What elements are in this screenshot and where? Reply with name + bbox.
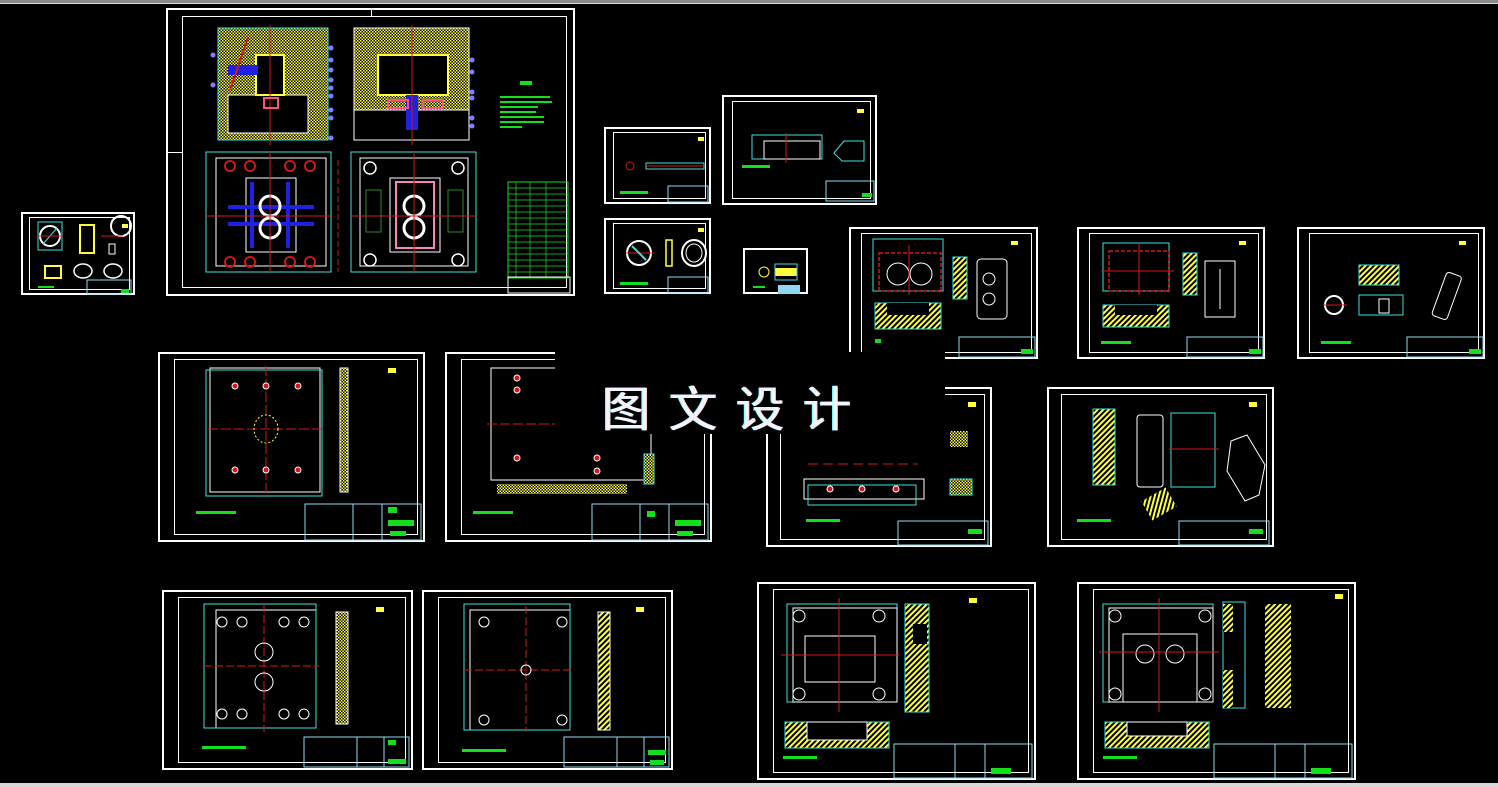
pin-drawing-graphics [620, 137, 709, 203]
drawing-sheet-part-cavity-insert[interactable] [849, 227, 1038, 359]
support-plate-drawing-graphics [803, 402, 989, 546]
sheet-inner-border [773, 589, 1029, 773]
sheet-inner-border [438, 597, 666, 763]
sheet-inner-border [178, 597, 406, 763]
core-plate-drawing-graphics [1099, 594, 1353, 779]
sheet-inner-border [29, 217, 130, 290]
drawing-sheet-plate-core[interactable] [1077, 582, 1356, 780]
drawing-sheet-plate-top[interactable] [158, 352, 425, 542]
window-top-highlight [0, 3, 1498, 4]
sheet-inner-border [613, 132, 706, 199]
watermark-text: 图文设计 [602, 382, 871, 438]
sheet-inner-border [1309, 233, 1479, 353]
sheet-inner-border [1089, 233, 1259, 353]
drawing-sheet-part-pin[interactable] [604, 127, 711, 204]
window-top-edge [0, 0, 1498, 3]
top-plate-drawing-graphics [196, 366, 422, 541]
cavity-insert-drawing-graphics [872, 238, 1036, 358]
sprue-drawing-graphics [1321, 241, 1484, 358]
sheet-inner-border [174, 359, 418, 535]
drawing-sheet-part-sprue[interactable] [1297, 227, 1485, 359]
sheet-inner-border [732, 101, 871, 199]
window-bottom-edge [0, 783, 1498, 787]
sheet-inner-border [182, 16, 567, 288]
drawing-sheet-plate-cavity[interactable] [757, 582, 1036, 780]
b-plate-drawing-graphics [462, 603, 670, 768]
slider-small-drawing-graphics [742, 109, 875, 202]
drawing-sheet-plate-b[interactable] [422, 590, 673, 770]
sheet-inner-border [1093, 589, 1349, 773]
watermark-background [555, 352, 945, 434]
ring-drawing-graphics [620, 228, 709, 294]
cad-model-space-canvas[interactable]: 图文设计 [0, 4, 1498, 783]
drawing-sheet-part-product[interactable] [21, 212, 135, 295]
sheet-inner-border [861, 233, 1032, 353]
slider-block-drawing-graphics [1077, 402, 1270, 546]
assembly-drawing-graphics [205, 25, 571, 294]
a-plate-drawing-graphics [202, 603, 410, 768]
drawing-sheet-part-core-insert[interactable] [1077, 227, 1265, 359]
small-part-drawing-graphics [753, 263, 800, 294]
cavity-plate-drawing-graphics [781, 598, 1033, 779]
drawing-sheet-part-small[interactable] [743, 248, 808, 294]
drawing-sheet-part-ring[interactable] [604, 218, 711, 294]
drawing-sheet-assembly[interactable] [166, 8, 575, 296]
drawing-sheet-part-slider[interactable] [1047, 387, 1274, 547]
product-drawing-graphics [37, 215, 132, 295]
core-insert-drawing-graphics [1101, 241, 1264, 358]
drawing-sheet-plate-a[interactable] [162, 590, 413, 770]
sheet-tick [370, 10, 372, 16]
drawing-sheet-part-slider-small[interactable] [722, 95, 877, 205]
sheet-tick [168, 152, 182, 153]
sheet-inner-border [1061, 394, 1267, 540]
